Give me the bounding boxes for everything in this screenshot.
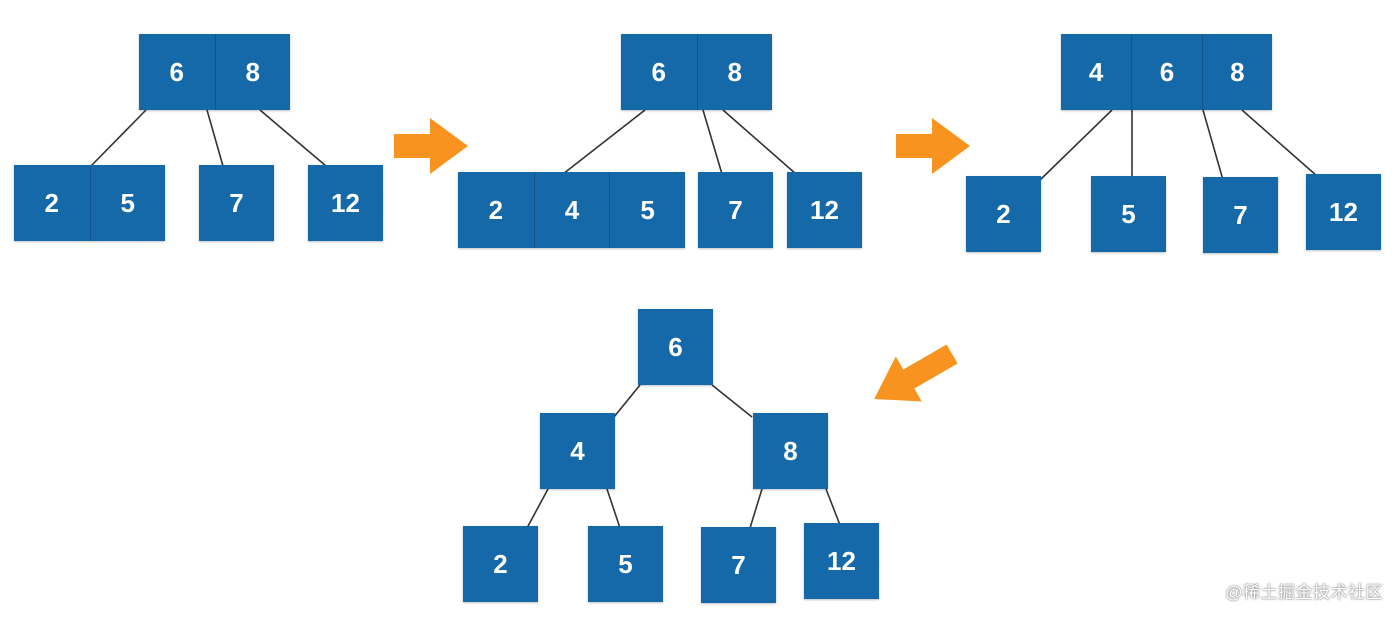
- tree-edge: [1039, 109, 1113, 181]
- node-key: 7: [229, 187, 244, 218]
- tree-node: 7: [199, 165, 274, 241]
- tree-edge: [722, 109, 797, 175]
- node-key: 8: [214, 34, 291, 110]
- tree-node: 6: [638, 309, 713, 385]
- node-key: 12: [810, 194, 839, 225]
- tree-edge: [702, 109, 723, 175]
- arrow-right-icon: [394, 118, 468, 174]
- tree-edge: [206, 109, 224, 167]
- node-key: 2: [44, 187, 59, 218]
- tree-edge: [613, 384, 641, 418]
- tree-edge: [825, 488, 841, 526]
- watermark: @稀土掘金技术社区: [1225, 583, 1383, 602]
- node-key: 2: [488, 194, 504, 225]
- node-key: 7: [731, 549, 746, 580]
- arrow-down-left-icon: [874, 344, 958, 402]
- tree-node: 7: [1203, 177, 1278, 253]
- tree-node: 2: [966, 176, 1041, 252]
- node-key: 4: [533, 172, 610, 248]
- arrow-right-icon: [896, 118, 970, 174]
- node-key: 6: [169, 56, 184, 87]
- node-key: 5: [89, 165, 166, 241]
- tree-edge: [749, 488, 763, 529]
- node-key: 7: [1233, 199, 1248, 230]
- node-key: 12: [1329, 196, 1358, 227]
- node-key: 8: [1201, 34, 1272, 110]
- node-key: 6: [1131, 34, 1201, 110]
- tree-edge: [711, 384, 753, 418]
- node-key: 4: [1088, 56, 1104, 87]
- tree-node: 5: [588, 526, 663, 602]
- node-key: 4: [570, 435, 585, 466]
- node-key: 12: [331, 187, 360, 218]
- tree-node: 5: [1091, 176, 1166, 252]
- node-key: 5: [609, 172, 685, 248]
- tree-node: 12: [804, 523, 879, 599]
- tree-node: 7: [701, 527, 776, 603]
- tree-node: 12: [308, 165, 383, 241]
- node-key: 5: [618, 548, 633, 579]
- tree-edge: [1241, 109, 1318, 177]
- node-key: 2: [996, 198, 1011, 229]
- tree-edge: [1202, 109, 1224, 181]
- tree-edge: [562, 109, 646, 175]
- node-key: 6: [651, 56, 666, 87]
- node-key: 5: [1121, 198, 1136, 229]
- node-key: 8: [783, 435, 798, 466]
- node-key: 7: [728, 194, 743, 225]
- tree-node: 2: [463, 526, 538, 602]
- tree-node: 12: [787, 172, 862, 248]
- tree-node: 12: [1306, 174, 1381, 250]
- tree-node: 8: [753, 413, 828, 489]
- node-key: 12: [827, 545, 856, 576]
- tree-node: 4: [540, 413, 615, 489]
- node-key: 8: [696, 34, 773, 110]
- tree-edge: [259, 109, 327, 167]
- node-key: 2: [493, 548, 508, 579]
- tree-edge: [526, 488, 549, 529]
- tree-edge: [90, 109, 147, 167]
- tree-edge: [606, 488, 621, 529]
- tree-node: 7: [698, 172, 773, 248]
- node-key: 6: [668, 331, 683, 362]
